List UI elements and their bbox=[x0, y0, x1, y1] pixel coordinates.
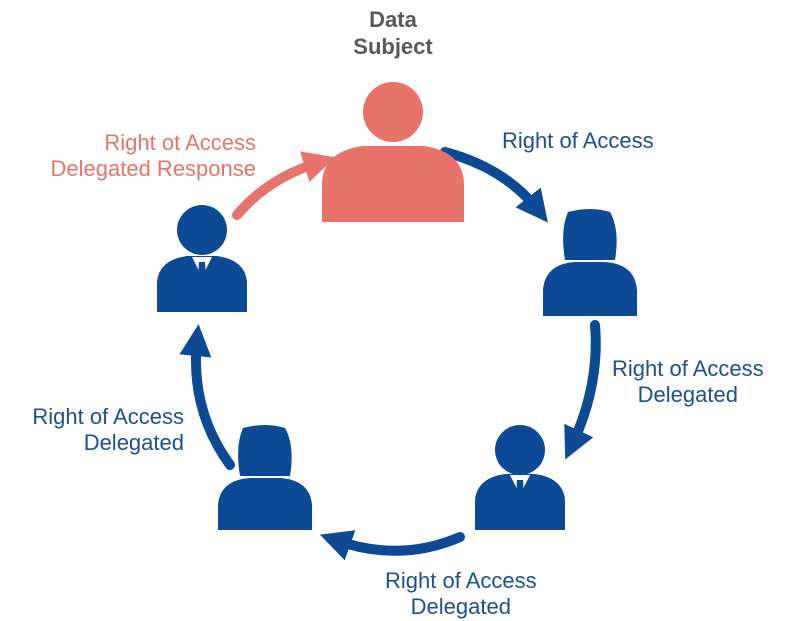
arrow-left-to-subject bbox=[232, 151, 336, 220]
woman-icon bbox=[218, 425, 312, 530]
businessman-icon bbox=[157, 205, 247, 312]
label-delegated-response: Right ot Access Delegated Response bbox=[14, 130, 256, 182]
label-bottom-delegated: Right of Access Delegated bbox=[385, 568, 537, 620]
label-line: Right of Access bbox=[612, 356, 764, 381]
title-line-1: Data bbox=[369, 7, 417, 32]
arrow-right-to-bottom-right bbox=[564, 320, 601, 460]
title-line-2: Subject bbox=[353, 34, 433, 59]
arrow-bottom-left-to-left bbox=[179, 324, 235, 470]
label-left-delegated: Right of Access Delegated bbox=[10, 404, 184, 456]
label-line: Right ot Access bbox=[104, 130, 256, 155]
label-line: Right of Access bbox=[32, 404, 184, 429]
label-right-of-access: Right of Access bbox=[502, 128, 654, 154]
label-line: Delegated bbox=[637, 382, 738, 407]
arrow-bottom-right-to-bottom-left bbox=[319, 530, 465, 561]
label-line: Right of Access bbox=[502, 128, 654, 153]
label-line: Right of Access bbox=[385, 568, 537, 593]
data-subject-title: Data Subject bbox=[318, 6, 468, 60]
label-line: Delegated bbox=[410, 594, 511, 619]
label-right-delegated: Right of Access Delegated bbox=[612, 356, 764, 408]
label-line: Delegated Response bbox=[50, 156, 256, 181]
label-line: Delegated bbox=[83, 430, 184, 455]
woman-icon bbox=[543, 209, 637, 316]
data-subject-person-icon bbox=[322, 82, 464, 222]
businessman-icon bbox=[475, 425, 565, 530]
arrow-subject-to-top-right bbox=[440, 147, 548, 223]
